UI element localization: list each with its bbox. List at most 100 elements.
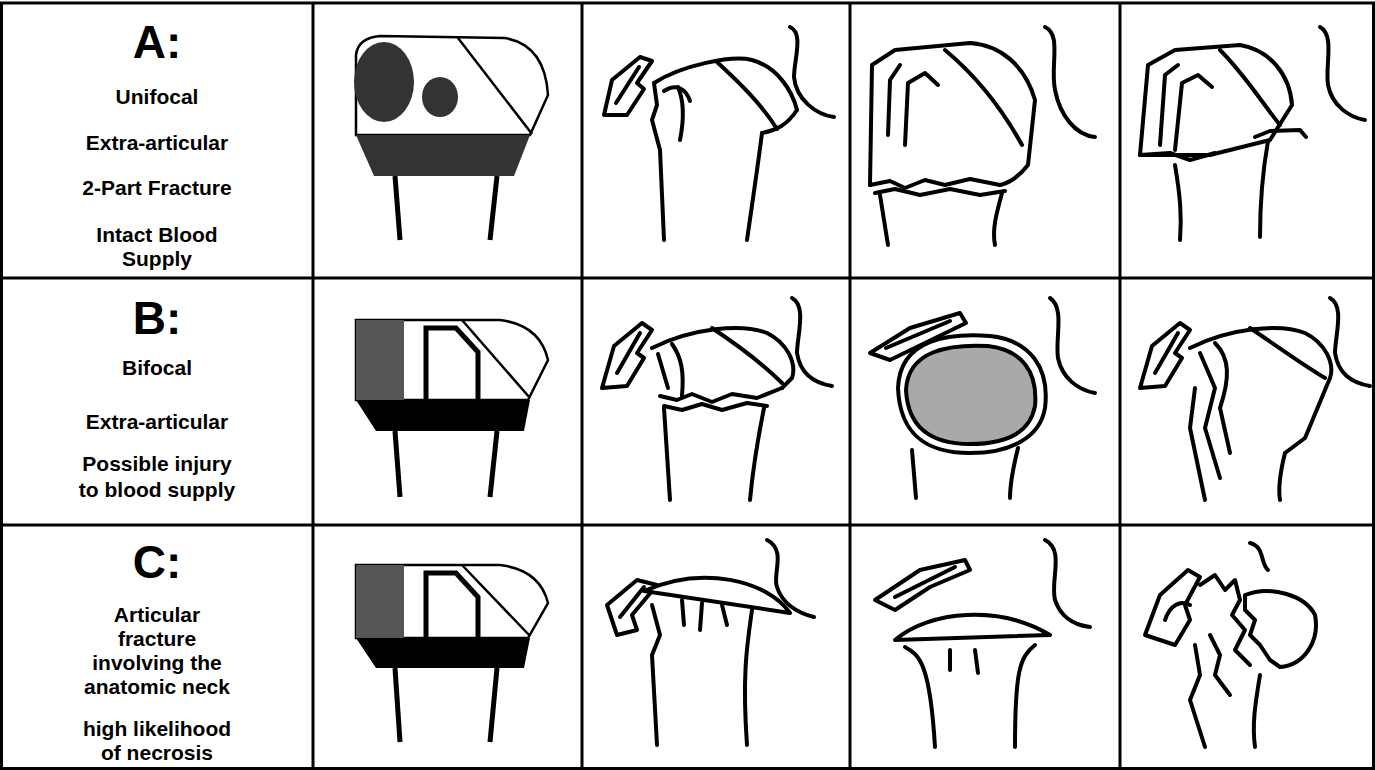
fracture-sketch: [1140, 153, 1215, 160]
table-grid: [849, 3, 852, 770]
humeral-head-schematic: [426, 328, 478, 400]
fracture-sketch: [604, 57, 652, 115]
fracture-sketch: [745, 610, 752, 745]
humeral-head-schematic: [356, 565, 548, 638]
fracture-sketch: [948, 650, 952, 670]
fracture-sketch: [895, 615, 1050, 640]
fracture-sketch: [898, 335, 1046, 453]
fracture-sketch: [767, 540, 814, 617]
fracture-sketch: [1190, 388, 1205, 500]
fracture-sketch: [870, 179, 1000, 188]
humeral-head-schematic: [395, 668, 400, 742]
fracture-sketch: [994, 193, 1002, 245]
fracture-sketch: [790, 27, 834, 117]
fracture-sketch: [652, 83, 664, 240]
humeral-head-schematic: [395, 431, 400, 497]
fracture-sketch: [1279, 453, 1285, 500]
fracture-sketch: [880, 195, 888, 245]
humeral-head-schematic: [354, 36, 548, 240]
humeral-head-schematic: [356, 320, 404, 400]
table-grid: [0, 3, 1375, 770]
fracture-sketch: [875, 560, 970, 610]
class-letter: C:: [12, 539, 302, 585]
humeral-head-schematic: [354, 42, 414, 122]
fracture-sketch: [602, 298, 832, 500]
humeral-head-schematic: [426, 573, 478, 638]
humeral-head-schematic: [356, 400, 530, 431]
table-grid: [1372, 3, 1375, 770]
fracture-sketch: [712, 328, 782, 383]
fracture-sketch: [1140, 27, 1365, 240]
class-description: Bifocal: [12, 356, 302, 380]
humeral-head-schematic: [458, 38, 532, 134]
fracture-sketch: [1140, 298, 1370, 500]
fracture-sketch: [1260, 141, 1268, 237]
humeral-head-schematic: [462, 565, 530, 636]
fracture-sketch: [658, 354, 668, 388]
fracture-sketch: [945, 50, 1022, 145]
fracture-sketch: [664, 408, 670, 500]
fracture-sketch: [870, 43, 1035, 185]
fracture-sketch: [1140, 323, 1190, 388]
class-description: Unifocal: [12, 85, 302, 109]
class-description: Extra-articular: [12, 410, 302, 434]
fracture-sketch: [1140, 45, 1292, 155]
humeral-head-schematic: [490, 176, 497, 240]
fracture-sketch: [1190, 645, 1205, 747]
fracture-sketch: [1215, 343, 1230, 453]
fracture-sketch: [1175, 165, 1181, 240]
fracture-sketch: [682, 600, 684, 625]
humeral-head-schematic: [395, 176, 400, 240]
fracture-sketch: [722, 605, 727, 625]
fracture-sketch: [616, 67, 639, 103]
fracture-sketch: [1254, 675, 1260, 747]
row-label-cell: C:Articular fracture involving the anato…: [2, 527, 312, 767]
fracture-sketch: [620, 587, 644, 617]
fracture-sketch: [1200, 353, 1220, 478]
fracture-sketch: [1050, 298, 1095, 393]
humeral-head-schematic: [356, 135, 530, 176]
fracture-sketch: [875, 189, 1005, 195]
fracture-sketch: [1330, 298, 1370, 386]
fracture-sketch: [1250, 328, 1325, 378]
humeral-head-schematic: [490, 431, 497, 497]
humeral-head-schematic: [490, 668, 497, 742]
table-grid: [1119, 3, 1122, 770]
fracture-sketch: [1145, 543, 1316, 747]
table-grid: [0, 767, 1375, 770]
class-description: Extra-articular: [12, 131, 302, 155]
fracture-sketch: [672, 344, 683, 396]
fracture-sketch: [660, 388, 782, 402]
table-grid: [0, 3, 3, 770]
fracture-sketch: [1250, 543, 1268, 570]
humeral-head-schematic: [356, 565, 548, 742]
fracture-sketch: [1320, 27, 1365, 120]
humeral-head-schematic: [356, 638, 530, 668]
fracture-sketch: [886, 321, 950, 348]
fracture-sketch: [678, 87, 683, 140]
humeral-head-schematic: [462, 320, 530, 398]
fracture-sketch: [1255, 130, 1306, 137]
fracture-sketch: [1015, 645, 1035, 747]
fracture-sketch: [875, 540, 1090, 747]
fracture-sketch: [1045, 27, 1095, 137]
fracture-sketch: [792, 298, 832, 386]
table-grid: [0, 2, 1375, 5]
fracture-sketch: [747, 133, 762, 240]
row-label-cell: A:UnifocalExtra-articular2-Part Fracture…: [2, 5, 312, 278]
fracture-sketch: [654, 59, 797, 110]
fracture-sketch: [1010, 448, 1018, 498]
fracture-sketch: [1165, 603, 1190, 620]
humeral-head-schematic: [356, 565, 404, 638]
class-description: Intact Blood Supply: [77, 223, 237, 271]
fracture-sketch: [912, 450, 916, 498]
fracture-sketch: [717, 62, 777, 129]
fracture-sketch: [664, 403, 767, 410]
fracture-sketch: [617, 333, 640, 373]
fracture-sketch: [870, 298, 1095, 498]
fracture-sketch: [1045, 540, 1090, 627]
fracture-sketch: [602, 323, 652, 388]
fracture-sketch: [1245, 591, 1316, 667]
fracture-sketch: [750, 408, 764, 500]
